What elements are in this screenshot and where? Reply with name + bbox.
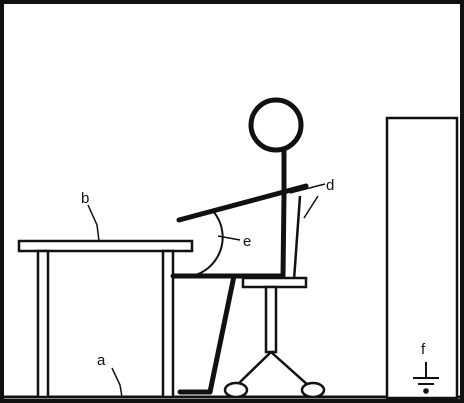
- label-d: d: [326, 177, 334, 194]
- chair-caster-right: [300, 381, 326, 399]
- label-b: b: [81, 190, 89, 207]
- label-e: e: [243, 233, 251, 250]
- ground-symbol-icon: [413, 362, 439, 394]
- label-a: a: [97, 352, 106, 369]
- cabinet: [385, 116, 459, 400]
- desk: [17, 239, 194, 399]
- leader-e: [217, 235, 241, 241]
- leader-lines: [87, 183, 326, 398]
- chair-backrest: [292, 195, 302, 281]
- chair-post: [264, 285, 278, 354]
- chair-base-left: [235, 351, 272, 387]
- label-f: f: [421, 341, 426, 358]
- desk-leg-left: [36, 249, 50, 399]
- person-arm: [176, 183, 309, 223]
- person-head: [248, 97, 304, 153]
- leader-b: [87, 204, 100, 242]
- chair-caster-left: [223, 381, 249, 399]
- desk-leg-right: [161, 249, 175, 399]
- leader-d-1: [289, 183, 326, 194]
- leader-d-2: [303, 195, 319, 219]
- person-shin: [207, 273, 237, 395]
- desk-top: [17, 239, 194, 253]
- angle-arc-e: [172, 209, 224, 279]
- seated-person: [170, 97, 309, 395]
- person-torso: [280, 192, 287, 279]
- leader-a: [111, 367, 123, 398]
- chair-seat: [241, 276, 308, 289]
- chair-base-right: [270, 351, 310, 387]
- chair: [223, 195, 326, 399]
